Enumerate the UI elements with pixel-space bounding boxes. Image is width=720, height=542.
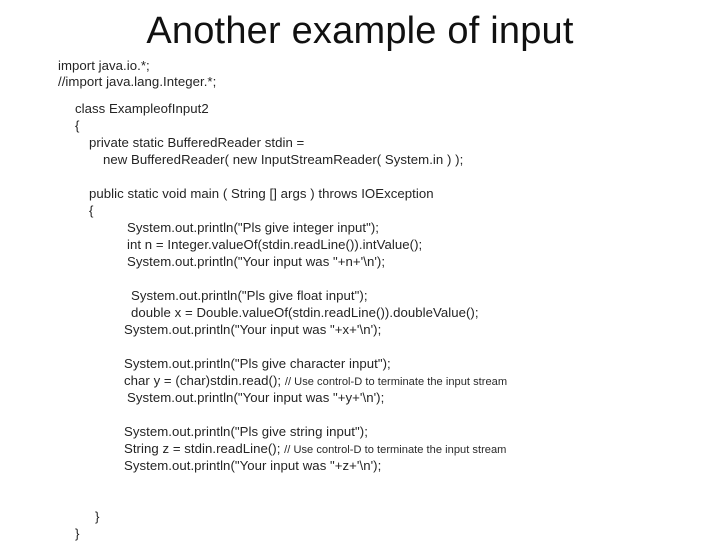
code-line: System.out.println("Your input was "+y+'… <box>0 389 720 406</box>
code-text: } <box>95 509 100 524</box>
code-line: { <box>0 117 720 134</box>
code-text: System.out.println("Pls give integer inp… <box>127 220 380 235</box>
code-spacer <box>0 270 720 287</box>
code-text: char y = (char)stdin.read(); <box>124 373 285 388</box>
code-text: int n = Integer.valueOf(stdin.readLine()… <box>127 237 423 252</box>
code-text: System.out.println("Pls give string inpu… <box>124 424 368 439</box>
code-line: private static BufferedReader stdin = <box>0 134 720 151</box>
code-line: int n = Integer.valueOf(stdin.readLine()… <box>0 236 720 253</box>
import-line: //import java.lang.Integer.*; <box>58 74 217 89</box>
code-spacer <box>0 491 720 508</box>
code-line: new BufferedReader( new InputStreamReade… <box>0 151 720 168</box>
code-line: System.out.println("Pls give integer inp… <box>0 219 720 236</box>
code-spacer <box>0 90 720 100</box>
code-line: class ExampleofInput2 <box>0 100 720 117</box>
code-text: System.out.println("Pls give character i… <box>124 356 391 371</box>
code-spacer <box>0 406 720 423</box>
code-text: { <box>89 203 94 218</box>
code-text: double x = Double.valueOf(stdin.readLine… <box>131 305 479 320</box>
code-text: System.out.println("Pls give float input… <box>131 288 368 303</box>
code-text: System.out.println("Your input was "+n+'… <box>127 254 386 269</box>
code-line: System.out.println("Your input was "+x+'… <box>0 321 720 338</box>
code-inline-comment: // Use control-D to terminate the input … <box>284 444 507 456</box>
code-line: System.out.println("Pls give string inpu… <box>0 423 720 440</box>
import-statements: import java.io.*;//import java.lang.Inte… <box>0 58 720 90</box>
code-text: System.out.println("Your input was "+y+'… <box>127 390 385 405</box>
code-line: System.out.println("Pls give character i… <box>0 355 720 372</box>
code-block: import java.io.*;//import java.lang.Inte… <box>0 58 720 542</box>
java-source-lines: class ExampleofInput2 { private static Buf… <box>0 90 720 542</box>
import-line: import java.io.*; <box>58 58 150 73</box>
code-line: String z = stdin.readLine(); // Use cont… <box>0 440 720 457</box>
code-line: System.out.println("Pls give float input… <box>0 287 720 304</box>
code-text: class ExampleofInput2 <box>75 101 209 116</box>
code-text: System.out.println("Your input was "+z+'… <box>124 458 382 473</box>
code-spacer <box>0 168 720 185</box>
code-text: String z = stdin.readLine(); <box>124 441 285 456</box>
code-inline-comment: // Use control-D to terminate the input … <box>284 376 508 388</box>
code-line: public static void main ( String [] args… <box>0 185 720 202</box>
code-line: } <box>0 508 720 525</box>
code-spacer <box>0 338 720 355</box>
code-line: } <box>0 525 720 542</box>
code-line: double x = Double.valueOf(stdin.readLine… <box>0 304 720 321</box>
code-line: char y = (char)stdin.read(); // Use cont… <box>0 372 720 389</box>
code-spacer <box>0 474 720 491</box>
code-text: private static BufferedReader stdin = <box>89 135 305 150</box>
page-title: Another example of input <box>146 10 574 52</box>
code-line: System.out.println("Your input was "+n+'… <box>0 253 720 270</box>
code-text: new BufferedReader( new InputStreamReade… <box>103 152 464 167</box>
code-text: public static void main ( String [] args… <box>89 186 434 201</box>
code-line: { <box>0 202 720 219</box>
code-line: System.out.println("Your input was "+z+'… <box>0 457 720 474</box>
code-text: System.out.println("Your input was "+x+'… <box>124 322 382 337</box>
code-text: } <box>75 526 80 541</box>
code-text: { <box>75 118 80 133</box>
